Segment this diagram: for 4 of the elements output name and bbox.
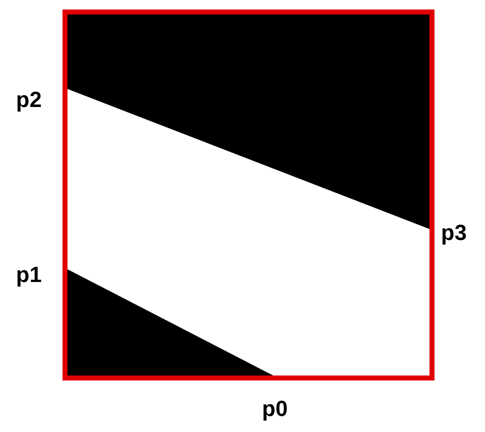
point-label: p0 (262, 398, 288, 420)
point-label: p1 (16, 264, 42, 286)
point-label: p3 (441, 222, 467, 244)
point-label: p2 (16, 89, 42, 111)
